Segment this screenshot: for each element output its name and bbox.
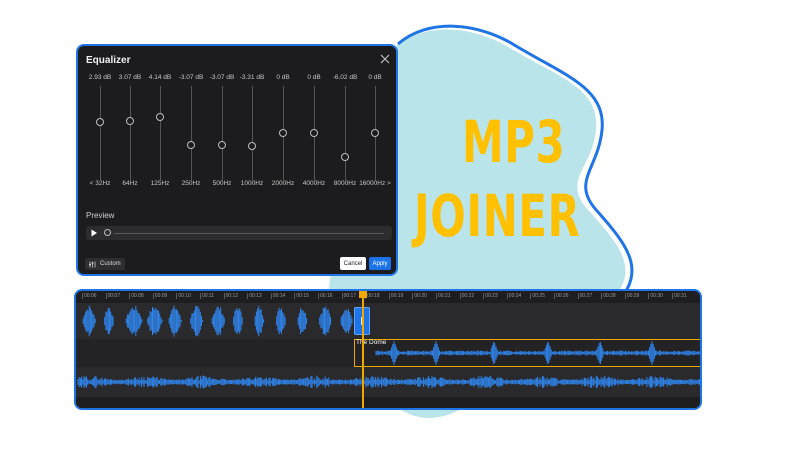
ruler-tick-label: 00:12 [223,293,239,299]
ruler-tick-label: 00:09 [152,293,168,299]
band-slider-knob[interactable] [279,129,287,137]
band-gain-label: 4.14 dB [148,74,172,81]
preview-seek-track[interactable] [114,233,384,234]
band-gain-label: -3.07 dB [178,74,204,81]
ruler-tick-label: 00:18 [365,293,380,299]
band-gain-label: 3.07 dB [118,74,142,81]
band-slider-knob[interactable] [96,117,104,126]
close-icon[interactable] [380,54,390,64]
audio-track-2[interactable] [76,339,700,367]
ruler-tick-label: 00:11 [199,293,215,299]
band-gain-label: -6.02 dB [332,74,358,81]
ruler-tick-label: 00:30 [648,293,663,299]
sliders-icon [89,261,96,267]
band-frequency-label: 4000Hz [302,180,326,187]
band-gain-label: 0 dB [368,74,382,81]
preview-label: Preview [86,211,115,220]
waveform-track-3 [77,375,700,389]
ruler-tick-label: 00:20 [412,293,427,299]
ruler-tick-label: 00:29 [624,293,640,299]
ruler-tick-label: 00:10 [176,293,191,299]
preview-seek-handle[interactable] [104,229,111,236]
band-slider-knob[interactable] [187,141,195,150]
band-frequency-label: 16000Hz > [359,180,391,187]
band-gain-label: -3.07 dB [209,74,235,81]
band-slider-knob[interactable] [218,141,226,150]
band-slider-track[interactable] [345,86,346,180]
ruler-tick-label: 00:24 [506,293,522,299]
band-frequency-label: 8000Hz [333,180,357,187]
apply-button[interactable]: Apply [369,257,391,270]
ruler-tick-label: 00:23 [483,293,498,299]
waveform-track-2 [375,341,700,365]
band-gain-label: 0 dB [307,74,321,81]
preset-custom-label: Custom [100,261,121,267]
timeline-panel: 00:06 00:07 00:08 00:09 00:10 00:11 00:12 00:13… [74,289,702,410]
audio-track-1[interactable] [76,303,700,339]
selected-clip-outline[interactable] [354,339,700,367]
band-gain-label: 0 dB [276,74,290,81]
play-icon[interactable] [90,229,98,237]
playhead-handle[interactable] [359,291,367,298]
band-slider-knob[interactable] [371,129,379,137]
ruler-tick-label: 00:19 [388,293,404,299]
grip-icon [361,317,364,325]
time-ruler[interactable]: 00:06 00:07 00:08 00:09 00:10 00:11 00:12 00:13… [76,291,700,302]
band-slider-knob[interactable] [248,141,256,150]
ruler-tick-label: 00:17 [341,293,357,299]
band-slider-track[interactable] [100,86,101,180]
ruler-tick-label: 00:22 [459,293,475,299]
ruler-tick-label: 00:08 [129,293,144,299]
band-gain-label: -3.31 dB [239,74,265,81]
cancel-button[interactable]: Cancel [340,257,366,270]
band-frequency-label: 125Hz [150,180,170,187]
promo-title-line1: MP3 [462,108,566,176]
band-slider-knob[interactable] [341,152,349,161]
audio-track-3[interactable] [76,367,700,397]
ruler-tick-label: 00:25 [530,293,545,299]
band-slider-track[interactable] [252,86,253,180]
waveform-track-1 [82,305,353,337]
band-frequency-label: 500Hz [212,180,232,187]
clip-title: The Dome [356,339,387,346]
band-frequency-label: 2000Hz [271,180,295,187]
dialog-title: Equalizer [86,55,131,66]
ruler-tick-label: 00:31 [672,293,687,299]
ruler-tick-label: 00:21 [436,293,451,299]
ruler-tick-label: 00:06 [82,293,97,299]
band-gain-label: 2.93 dB [88,74,112,81]
playhead-line[interactable] [362,291,364,408]
band-slider-track[interactable] [191,86,192,180]
ruler-tick-label: 00:27 [577,293,593,299]
empty-track [76,397,700,408]
band-slider-track[interactable] [222,86,223,180]
preset-custom-button[interactable]: Custom [85,258,125,270]
promo-title-line2: JOINER [414,182,581,250]
band-frequency-label: < 32Hz [89,180,111,187]
band-slider-track[interactable] [160,86,161,180]
ruler-tick-label: 00:14 [270,293,286,299]
ruler-tick-label: 00:28 [601,293,616,299]
band-slider-knob[interactable] [156,112,164,121]
band-slider-track[interactable] [130,86,131,180]
band-slider-knob[interactable] [310,129,318,137]
preview-player [86,226,392,240]
ruler-tick-label: 00:13 [247,293,262,299]
ruler-tick-label: 00:26 [554,293,569,299]
equalizer-dialog: Equalizer 2.93 dB < 32Hz 3.07 dB 64Hz 4.14 d… [76,44,398,276]
band-frequency-label: 250Hz [181,180,201,187]
band-frequency-label: 1000Hz [240,180,264,187]
band-slider-knob[interactable] [126,116,134,125]
ruler-tick-label: 00:16 [318,293,333,299]
band-frequency-label: 64Hz [122,180,138,187]
ruler-tick-label: 00:15 [294,293,309,299]
ruler-tick-label: 00:07 [105,293,121,299]
